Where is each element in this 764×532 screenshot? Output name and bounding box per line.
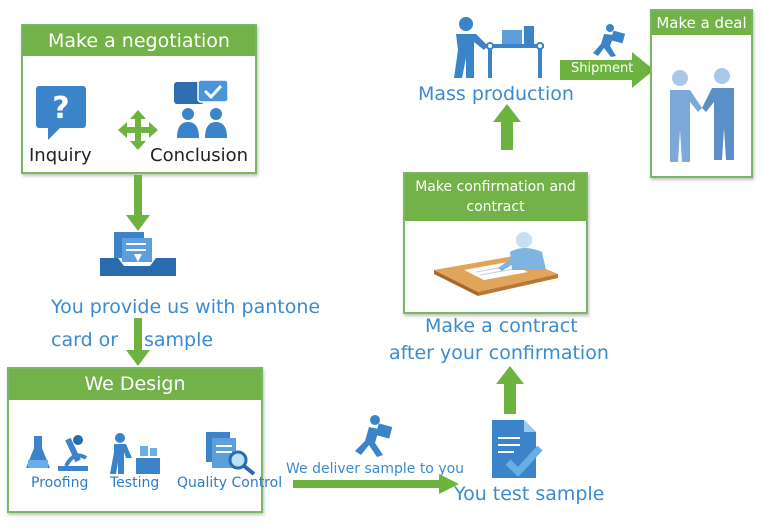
document-tray-icon [100,232,176,276]
provide-line1: You provide us with pantone [51,296,321,318]
worker-testing-icon [110,433,160,474]
test-sample-label: You test sample [454,483,605,505]
arrow-down-icon [126,175,150,231]
arrow-down-icon [126,318,150,366]
arrow-right-icon [560,52,654,88]
conclusion-icon [174,79,229,138]
contract-line2: after your confirmation [389,342,609,364]
deal-title: Make a deal [652,11,751,35]
conveyor-worker-icon [454,17,544,78]
conclusion-label: Conclusion [150,145,249,166]
deal-panel: Make a deal [650,9,753,178]
negotiation-title: Make a negotiation [23,26,255,56]
svg-text:?: ? [52,91,69,126]
arrow-up-icon [493,104,521,150]
lab-flask-icon [26,435,88,471]
mass-production-label: Mass production [418,83,574,105]
deliver-label: We deliver sample to you [286,461,465,477]
checked-document-icon [492,420,543,478]
contract-line1: Make a contract [425,315,578,337]
handshake-icon [670,68,734,162]
confirmation-panel: Make confirmation and contract [403,172,588,314]
move-arrows-icon [118,110,158,150]
confirmation-title: Make confirmation and contract [405,174,586,221]
inquiry-label: Inquiry [29,145,92,166]
confirmation-title-line2: contract [466,199,525,215]
provide-line2: card or [51,329,119,351]
quality-control-label: Quality Control [177,475,283,491]
delivery-man-icon [355,415,393,457]
delivery-man-icon [593,24,626,57]
arrow-right-icon [293,474,459,494]
design-title: We Design [9,369,261,400]
provide-line3: sample [144,329,214,351]
signing-contract-icon [434,232,558,296]
shipment-label: Shipment [571,61,634,76]
confirmation-title-line1: Make confirmation and [415,179,576,195]
arrow-up-icon [496,366,524,414]
testing-label: Testing [110,475,160,491]
document-magnifier-icon [206,432,256,476]
inquiry-icon: ? [36,86,86,140]
proofing-label: Proofing [31,475,89,491]
